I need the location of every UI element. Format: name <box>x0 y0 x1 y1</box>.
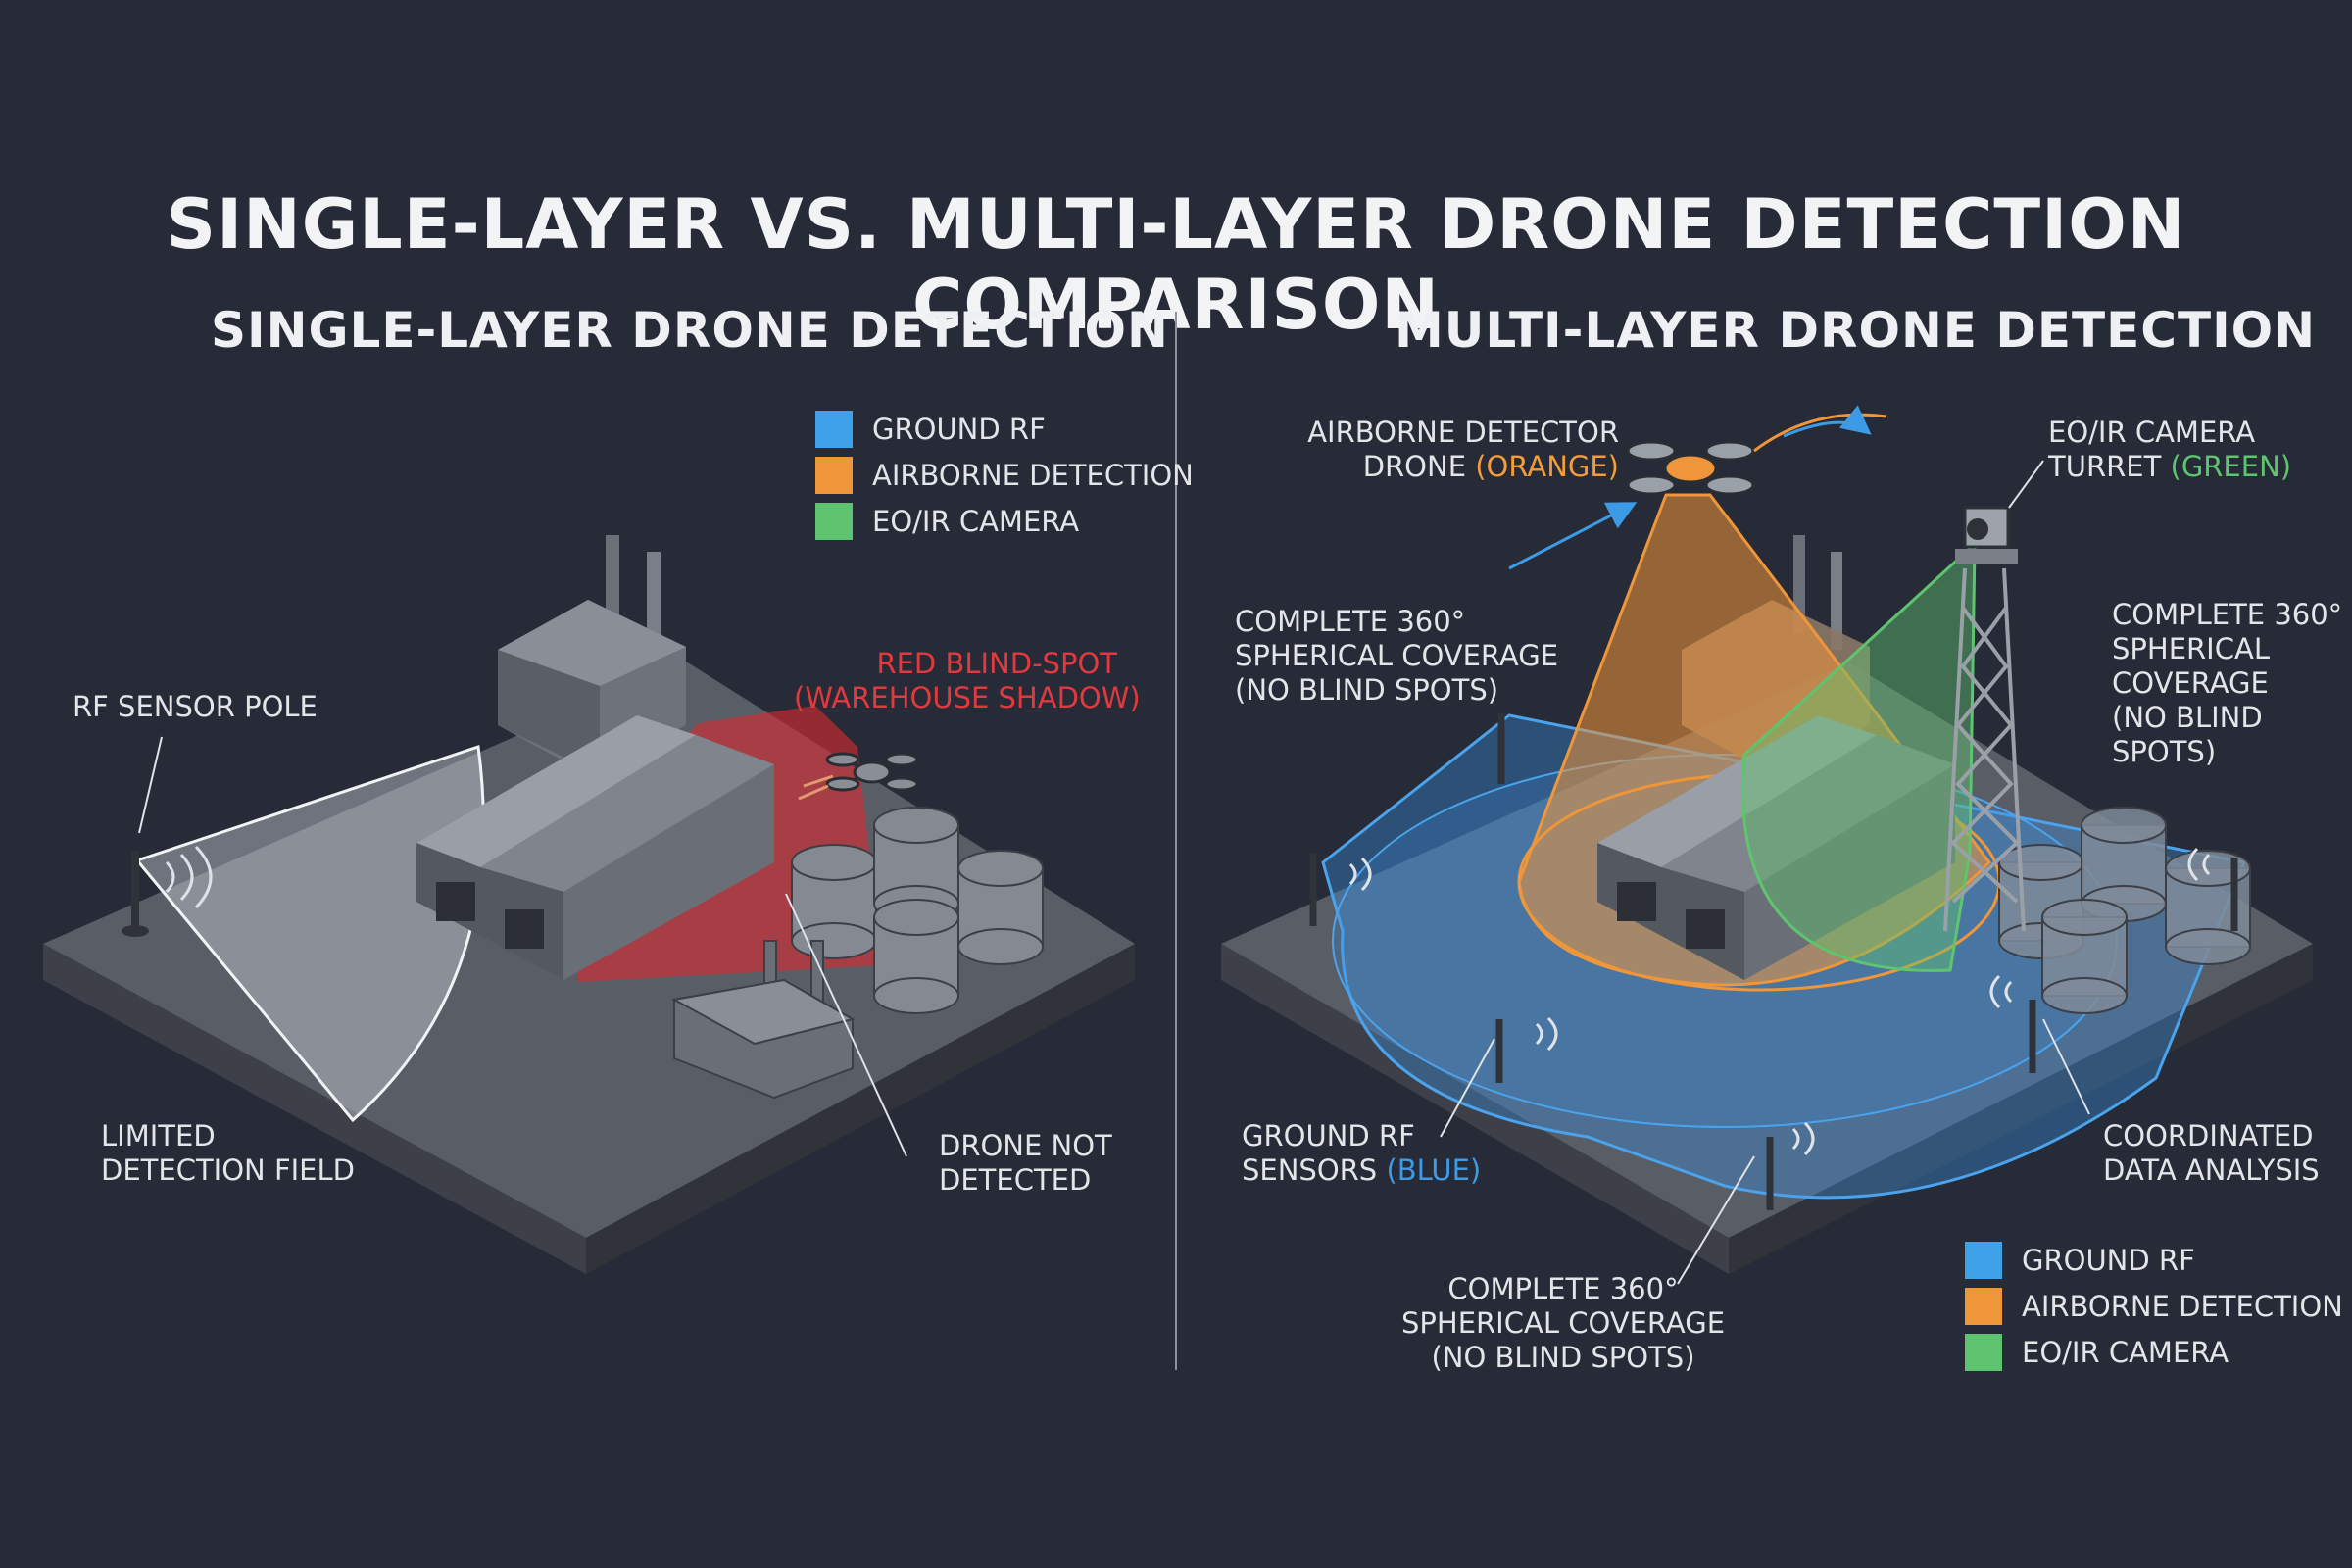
limited-detection-label: LIMITED DETECTION FIELD <box>101 1119 355 1187</box>
coordinated-analysis-label: COORDINATED DATA ANALYSIS <box>2103 1119 2320 1187</box>
small-factory <box>671 940 856 1100</box>
ground-rf-swatch <box>1965 1241 2002 1279</box>
legend-item-ground-rf: GROUND RF <box>815 406 1194 452</box>
rf-sensor-pole <box>122 845 213 937</box>
airborne-swatch <box>815 456 853 494</box>
page-title: SINGLE-LAYER VS. MULTI-LAYER DRONE DETEC… <box>166 184 2186 345</box>
storage-tanks <box>791 807 1044 1014</box>
legend-item-eoir: EO/IR CAMERA <box>1965 1329 2343 1375</box>
undetected-drone <box>825 752 919 792</box>
airborne-swatch <box>1965 1287 2002 1325</box>
legend-item-ground-rf: GROUND RF <box>1965 1237 2343 1283</box>
coverage-label-bottom: COMPLETE 360° SPHERICAL COVERAGE (NO BLI… <box>1401 1272 1726 1374</box>
eoir-swatch <box>815 502 853 540</box>
legend-item-airborne: AIRBORNE DETECTION <box>815 452 1194 498</box>
rf-sensor-pole-label: RF SENSOR POLE <box>73 690 318 723</box>
right-panel-title: MULTI-LAYER DRONE DETECTION <box>1395 302 2317 359</box>
eoir-camera-cone <box>1740 540 1977 972</box>
warehouse-building <box>416 715 774 980</box>
left-scene <box>43 535 1135 1274</box>
left-panel-title: SINGLE-LAYER DRONE DETECTION <box>211 302 1169 359</box>
eoir-swatch <box>1965 1333 2002 1371</box>
ground-rf-sensors <box>1309 713 2238 1210</box>
drone-not-detected-label: DRONE NOT DETECTED <box>939 1129 1112 1197</box>
right-scene <box>1221 405 2313 1285</box>
left-legend: GROUND RF AIRBORNE DETECTION EO/IR CAMER… <box>815 406 1194 544</box>
airborne-drone-label: AIRBORNE DETECTOR DRONE (ORANGE) <box>1307 416 1619 483</box>
ground-rf-swatch <box>815 410 853 448</box>
airborne-detector-drone <box>1626 440 1755 496</box>
ground-rf-sensors-label: GROUND RF SENSORS (BLUE) <box>1242 1119 1482 1187</box>
coverage-label-right: COMPLETE 360° SPHERICAL COVERAGE (NO BLI… <box>2112 598 2343 768</box>
right-legend: GROUND RF AIRBORNE DETECTION EO/IR CAMER… <box>1965 1237 2343 1375</box>
legend-item-eoir: EO/IR CAMERA <box>815 498 1194 544</box>
blind-spot-label: RED BLIND-SPOT (WAREHOUSE SHADOW) <box>794 647 1141 714</box>
warehouse-building <box>1597 715 1955 980</box>
storage-tanks <box>1998 807 2251 1014</box>
eoir-camera-turret <box>1955 506 2018 564</box>
limited-detection-field <box>134 745 485 1123</box>
eoir-camera-tower <box>1943 567 2026 932</box>
legend-item-airborne: AIRBORNE DETECTION <box>1965 1283 2343 1329</box>
coverage-label-left: COMPLETE 360° SPHERICAL COVERAGE (NO BLI… <box>1235 605 1559 707</box>
eoir-turret-label: EO/IR CAMERA TURRET (GREEN) <box>2048 416 2292 483</box>
